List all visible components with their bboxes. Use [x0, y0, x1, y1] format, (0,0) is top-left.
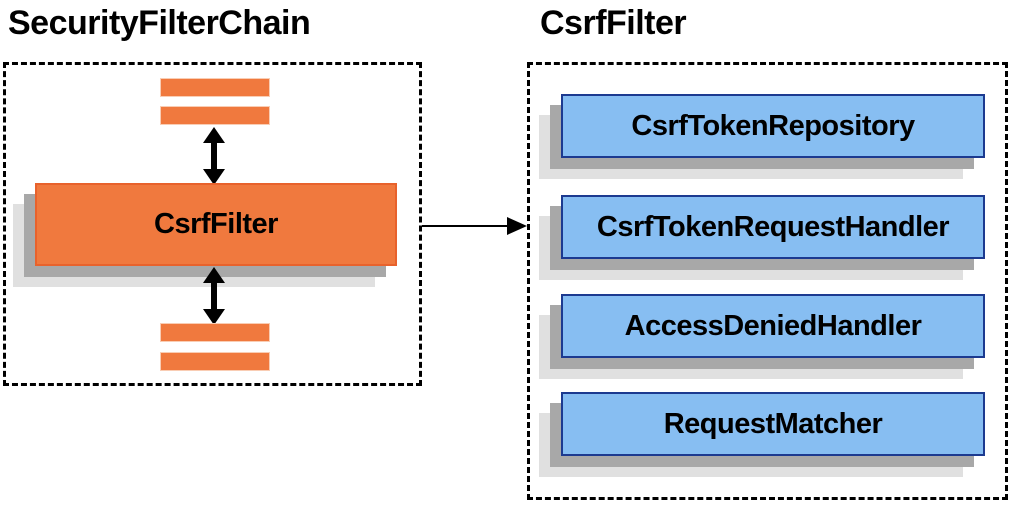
- csrf-filter-container: CsrfTokenRepository CsrfTokenRequestHand…: [527, 62, 1008, 500]
- security-filter-chain-title: SecurityFilterChain: [8, 4, 311, 42]
- component-label: AccessDeniedHandler: [624, 309, 922, 342]
- filter-placeholder-bar: [160, 352, 270, 371]
- component-label: CsrfTokenRepository: [631, 109, 915, 142]
- filter-placeholder-bar: [160, 78, 270, 97]
- arrow-head-up-icon: [203, 127, 225, 143]
- bidirectional-arrow-icon: [203, 127, 225, 185]
- arrow-shaft: [211, 279, 217, 313]
- flow-arrow-icon: [422, 217, 527, 235]
- arrow-shaft: [422, 225, 513, 227]
- arrow-head-up-icon: [203, 267, 225, 283]
- arrow-head-right-icon: [507, 217, 527, 235]
- security-filter-chain-container: CsrfFilter: [3, 62, 422, 386]
- csrf-filter-box: CsrfFilter: [35, 183, 397, 266]
- component-label: CsrfTokenRequestHandler: [596, 210, 950, 243]
- component-box-request-matcher: RequestMatcher: [561, 392, 985, 456]
- filter-placeholder-bar: [160, 323, 270, 342]
- csrf-filter-box-label: CsrfFilter: [154, 208, 278, 240]
- arrow-head-down-icon: [203, 169, 225, 185]
- component-box-csrf-token-repository: CsrfTokenRepository: [561, 94, 985, 158]
- filter-placeholder-bar: [160, 106, 270, 125]
- component-box-csrf-token-request-handler: CsrfTokenRequestHandler: [561, 195, 985, 259]
- bidirectional-arrow-icon: [203, 267, 225, 325]
- arrow-head-down-icon: [203, 309, 225, 325]
- csrf-filter-title: CsrfFilter: [540, 4, 687, 42]
- component-box-access-denied-handler: AccessDeniedHandler: [561, 294, 985, 358]
- arrow-shaft: [211, 139, 217, 173]
- component-label: RequestMatcher: [663, 407, 883, 440]
